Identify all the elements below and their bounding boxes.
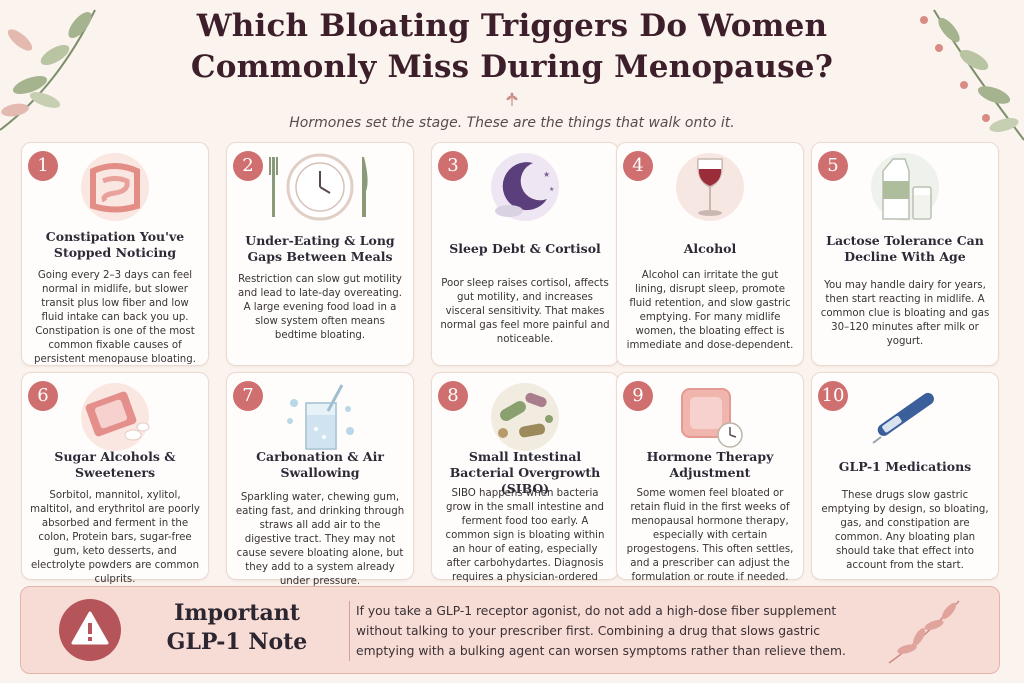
card-title: Carbonation & Air Swallowing (256, 449, 384, 480)
subtitle: Hormones set the stage. These are the th… (289, 115, 735, 131)
page-title: Which Bloating Triggers Do Women Commonl… (130, 6, 894, 88)
card-body: Sorbitol, mannitol, xylitol, maltitol, a… (30, 490, 200, 585)
trigger-card-4: 4 Alcohol Alcohol can irritate the gut l… (616, 142, 804, 366)
card-body: Sparkling water, chewing gum, eating fas… (235, 492, 405, 587)
card-body: Restriction can slow gut motility and le… (238, 274, 402, 341)
card-title: Under-Eating & Long Gaps Between Meals (245, 233, 395, 264)
trigger-card-7: 7 Carbonation & Air Swallowing Sparkling… (226, 372, 414, 587)
sparkling-water-icon (287, 384, 354, 450)
card-body: SIBO happens when bacteria grow in the s… (445, 488, 605, 597)
card-title: Lactose Tolerance Can Decline With Age (826, 233, 984, 264)
sprig-icon (506, 92, 518, 106)
svg-text:★: ★ (549, 186, 554, 193)
trigger-card-10: 10 GLP-1 Medications These drugs slow ga… (811, 372, 999, 580)
note-title-line-2: GLP-1 Note (166, 629, 308, 655)
note-text: If you take a GLP-1 receptor agonist, do… (356, 604, 846, 658)
card-number: 9 (623, 381, 653, 411)
intestine-icon (81, 153, 149, 221)
card-number: 3 (438, 151, 468, 181)
svg-text:★: ★ (543, 170, 550, 179)
title-line-2: Commonly Miss During Menopause? (190, 49, 834, 85)
card-body: You may handle dairy for years, then sta… (820, 280, 990, 347)
card-body: Alcohol can irritate the gut lining, dis… (626, 270, 794, 351)
title-line-1: Which Bloating Triggers Do Women (196, 8, 828, 44)
trigger-card-6: 6 Sugar Alcohols & Sweeteners Sorbitol, … (21, 372, 209, 585)
warning-icon (71, 611, 109, 645)
card-title: Small Intestinal Bacterial Overgrowth (S… (449, 449, 601, 496)
hormone-patch-icon (681, 388, 743, 448)
note-divider (349, 601, 350, 661)
plate-clock-icon (269, 153, 368, 221)
injection-pen-icon (872, 392, 934, 444)
wine-glass-icon (676, 153, 744, 221)
trigger-card-1: 1 Constipation You've Stopped Noticing G… (21, 142, 209, 366)
leaf-sprig-icon (888, 600, 960, 664)
card-number: 2 (233, 151, 263, 181)
card-body: Going every 2–3 days can feel normal in … (34, 270, 196, 365)
card-title: Alcohol (683, 241, 737, 256)
candy-icon (81, 383, 150, 451)
moon-icon: ★ ★ (491, 153, 559, 221)
trigger-card-8: 8 Small Intestinal Bacterial Overgrowth … (431, 372, 619, 597)
trigger-card-2: 2 Under-Eating & Long Gaps Between Meals… (226, 142, 414, 366)
note-title: Important GLP-1 Note (137, 599, 337, 657)
card-title: Sleep Debt & Cortisol (449, 241, 601, 256)
warning-circle (59, 599, 121, 661)
trigger-card-9: 9 Hormone Therapy Adjustment Some women … (616, 372, 804, 583)
card-number: 8 (438, 381, 468, 411)
card-title: Sugar Alcohols & Sweeteners (54, 449, 176, 480)
milk-icon (871, 153, 939, 221)
card-title: Constipation You've Stopped Noticing (45, 229, 185, 260)
card-number: 10 (818, 381, 848, 411)
card-number: 7 (233, 381, 263, 411)
card-number: 4 (623, 151, 653, 181)
trigger-card-5: 5 Lactose Tolerance Can Decline With Age… (811, 142, 999, 366)
card-number: 5 (818, 151, 848, 181)
note-title-line-1: Important (174, 600, 300, 626)
important-note-banner: Important GLP-1 Note If you take a GLP-1… (20, 586, 1000, 674)
card-title: Hormone Therapy Adjustment (646, 449, 774, 480)
card-title: GLP-1 Medications (838, 459, 972, 474)
bacteria-icon (491, 383, 559, 451)
trigger-card-3: 3 ★ ★ Sleep Debt & Cortisol Poor sleep r… (431, 142, 619, 366)
card-body: These drugs slow gastric emptying by des… (821, 490, 989, 571)
card-body: Poor sleep raises cortisol, affects gut … (440, 278, 610, 345)
card-body: Some women feel bloated or retain fluid … (626, 488, 794, 583)
card-number: 6 (28, 381, 58, 411)
leaf-decoration-left-icon (0, 9, 96, 131)
card-number: 1 (28, 151, 58, 181)
leaf-decoration-right-icon (920, 9, 1024, 141)
